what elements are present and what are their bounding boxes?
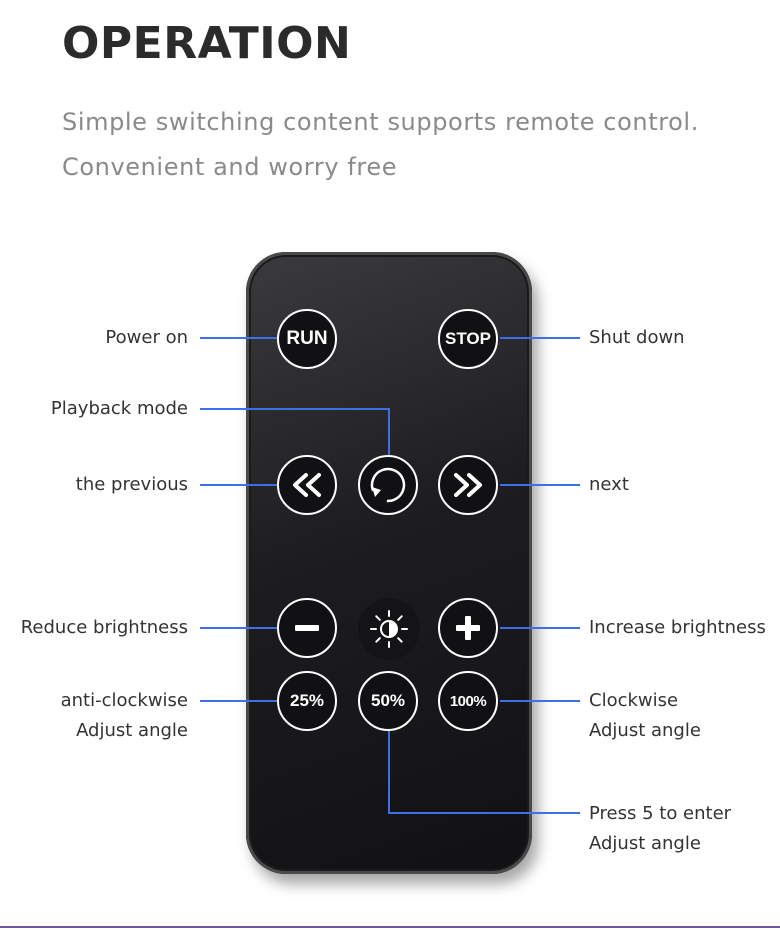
stop-button-label: STOP	[445, 329, 491, 348]
double-chevron-right-icon	[454, 473, 482, 497]
callout-line-playback-h	[200, 408, 390, 410]
label-playback-mode: Playback mode	[50, 398, 188, 419]
minus-icon	[295, 625, 319, 631]
double-chevron-left-icon	[293, 473, 321, 497]
callout-line-anticlockwise	[200, 700, 278, 702]
callout-line-reduce	[200, 627, 278, 629]
run-button[interactable]: RUN	[277, 309, 337, 369]
label-next: next	[589, 474, 629, 495]
subtitle-line-2: Convenient and worry free	[62, 153, 398, 181]
callout-line-previous	[200, 484, 278, 486]
callout-line-increase	[500, 627, 580, 629]
callout-line-press5-v	[388, 730, 390, 814]
callout-line-power-on	[200, 337, 278, 339]
angle-50-label: 50%	[370, 691, 406, 710]
callout-line-next	[500, 484, 580, 486]
stop-button[interactable]: STOP	[438, 309, 498, 369]
callout-line-playback-v	[388, 408, 390, 486]
label-shut-down: Shut down	[589, 327, 685, 348]
playback-mode-button[interactable]	[358, 455, 418, 515]
previous-button[interactable]	[277, 455, 337, 515]
plus-icon	[456, 616, 480, 640]
angle-100-label: 100%	[449, 692, 487, 710]
circular-arrow-icon	[370, 467, 406, 503]
increase-brightness-button[interactable]	[438, 598, 498, 658]
brightness-sun-icon	[370, 610, 408, 648]
brightness-indicator	[358, 598, 420, 660]
label-reduce-brightness: Reduce brightness	[20, 617, 188, 638]
callout-line-shut-down	[500, 337, 580, 339]
angle-25-button[interactable]: 25%	[277, 671, 337, 731]
label-anticlockwise: anti-clockwise Adjust angle	[60, 690, 188, 741]
angle-50-button[interactable]: 50%	[358, 671, 418, 731]
angle-100-button[interactable]: 100%	[438, 671, 498, 731]
run-button-label: RUN	[286, 328, 328, 349]
label-clockwise: Clockwise Adjust angle	[589, 690, 701, 741]
page-heading: OPERATION	[62, 18, 352, 69]
label-power-on: Power on	[105, 327, 188, 348]
callout-line-clockwise	[500, 700, 580, 702]
bottom-divider	[0, 926, 780, 928]
label-previous: the previous	[75, 474, 188, 495]
label-press-5: Press 5 to enter Adjust angle	[589, 803, 732, 854]
angle-25-label: 25%	[289, 691, 325, 710]
callout-line-press5-h	[388, 812, 580, 814]
label-increase-brightness: Increase brightness	[589, 617, 766, 638]
subtitle-line-1: Simple switching content supports remote…	[62, 108, 699, 136]
reduce-brightness-button[interactable]	[277, 598, 337, 658]
next-button[interactable]	[438, 455, 498, 515]
